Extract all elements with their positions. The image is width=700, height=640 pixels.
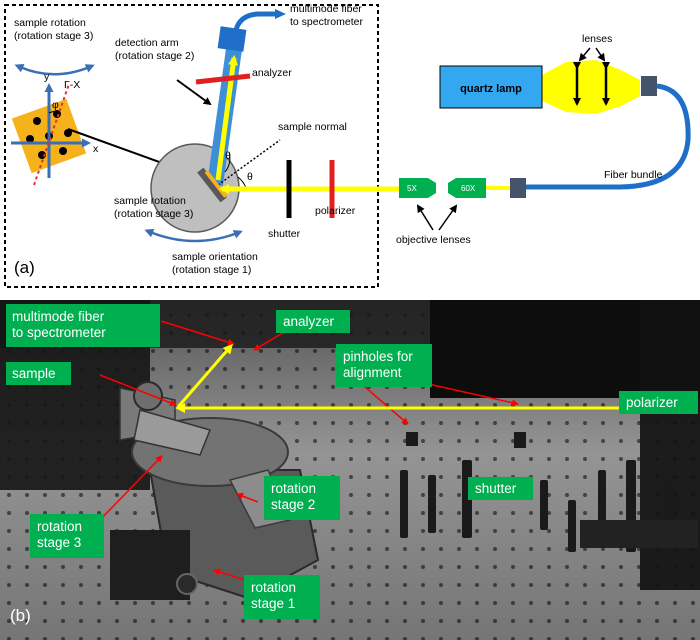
fiber-bundle xyxy=(524,83,691,190)
sample-orientation-label: sample orientation (rotation stage 1) xyxy=(172,251,261,276)
panel-a: (a) sample rotation (rotation stage 3) y… xyxy=(4,3,414,288)
shutter-label: shutter xyxy=(268,228,301,240)
dashed-frame xyxy=(4,4,379,288)
fiber-coupler xyxy=(217,26,247,52)
label-rotation-stage-1: rotation stage 1 xyxy=(251,580,300,611)
label-analyzer: analyzer xyxy=(283,314,335,329)
theta-label-1: θ xyxy=(225,150,231,162)
sample-rotation-stage-label: sample rotation (rotation stage 3) xyxy=(114,195,193,220)
label-rotation-stage-3: rotation stage 3 xyxy=(37,519,86,550)
label-rotation-stage-2: rotation stage 2 xyxy=(271,481,320,512)
lens-light-cone xyxy=(540,60,640,114)
fiber-bundle-label: Fiber bundle xyxy=(604,169,663,181)
detection-arm-pointer xyxy=(176,79,212,106)
lenses-label: lenses xyxy=(582,33,612,45)
red-pointers xyxy=(95,320,519,582)
rotation-arrow-stage3 xyxy=(14,64,95,76)
objective-5x-label: 5X xyxy=(407,184,417,193)
fiber-bundle-output xyxy=(510,178,526,198)
objective-60x-label: 60X xyxy=(461,184,476,193)
detection-arm-mount xyxy=(133,409,212,456)
objective-5x xyxy=(399,178,436,198)
photo-reflected-beam xyxy=(176,343,233,408)
black-mount xyxy=(110,530,190,600)
quartz-lamp xyxy=(439,65,543,109)
label-pinholes: pinholes for alignment xyxy=(343,349,417,380)
gamma-x-label: Γ-X xyxy=(64,79,80,91)
multimode-fiber-label: multimode fiber to spectrometer xyxy=(290,3,365,28)
fiber-to-spectrometer xyxy=(233,11,278,31)
green-labels: multimode fiber to spectrometer analyzer… xyxy=(6,304,698,619)
panel-a-label: (a) xyxy=(14,258,35,277)
panel-b-label: (b) xyxy=(10,606,31,625)
panel-b: multimode fiber to spectrometer analyzer… xyxy=(0,300,700,640)
y-axis-label: y xyxy=(44,71,50,83)
x-axis-label: x xyxy=(93,143,99,155)
fiber-bundle-input xyxy=(641,76,657,96)
sample-square: y x Γ-X φ xyxy=(11,71,99,186)
sample-normal-line xyxy=(217,139,281,186)
sample-normal-label: sample normal xyxy=(278,121,347,133)
quartz-lamp-label: quartz lamp xyxy=(460,83,522,95)
label-multimode-fiber: multimode fiber to spectrometer xyxy=(12,309,108,340)
phi-label: φ xyxy=(52,99,59,111)
label-polarizer: polarizer xyxy=(626,395,678,410)
rotation-arrow-stage1 xyxy=(144,228,243,243)
label-shutter: shutter xyxy=(475,481,517,496)
label-sample: sample xyxy=(12,366,56,381)
panel-a-source: quartz lamp lenses Fiber bundle 5X 60X o… xyxy=(396,33,691,246)
theta-label-2: θ xyxy=(247,171,253,183)
sample-rotation-label: sample rotation (rotation stage 3) xyxy=(14,17,93,42)
objective-lenses-label: objective lenses xyxy=(396,234,471,246)
objective-60x xyxy=(448,178,486,198)
analyzer-label: analyzer xyxy=(252,67,292,79)
polarizer-label: polarizer xyxy=(315,205,356,217)
detection-arm-label: detection arm (rotation stage 2) xyxy=(115,37,194,62)
analyzer-plate xyxy=(195,73,251,85)
